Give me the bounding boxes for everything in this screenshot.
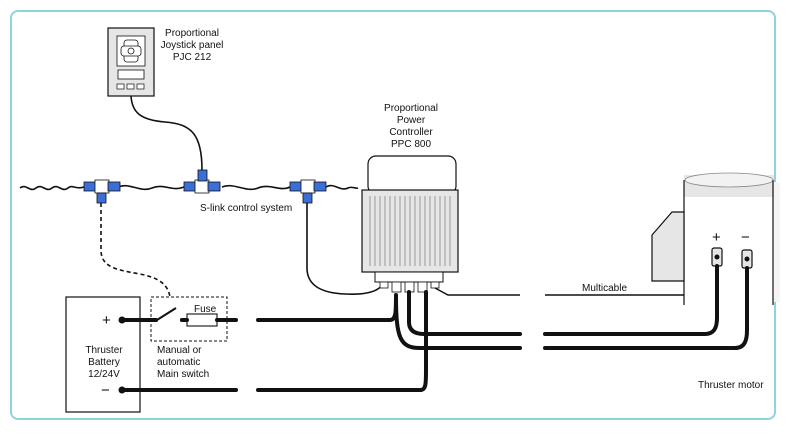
controller-label-line4: PPC 800 bbox=[391, 139, 431, 150]
battery-label-line3: 12/24V bbox=[88, 369, 120, 380]
battery-minus-terminal bbox=[118, 386, 126, 394]
joystick-label-line1: Proportional bbox=[165, 28, 219, 39]
fuse-label: Fuse bbox=[194, 304, 217, 315]
thruster-battery bbox=[65, 296, 141, 413]
motor-label: Thruster motor bbox=[698, 380, 764, 391]
dashed-control-cable bbox=[100, 203, 171, 298]
joystick-label-line3: PJC 212 bbox=[173, 52, 212, 63]
t-connector-left bbox=[83, 179, 121, 204]
joystick-panel bbox=[107, 27, 155, 97]
thruster-motor bbox=[683, 172, 780, 305]
battery-plus-label: + bbox=[102, 312, 111, 329]
motor-plus-label: + bbox=[712, 229, 721, 246]
slink-label: S-link control system bbox=[200, 203, 292, 214]
main-switch-lever bbox=[156, 307, 177, 321]
switch-label-line1: Manual or bbox=[157, 345, 202, 356]
fuse-to-controller-cable bbox=[215, 293, 398, 322]
slink-controller-cable bbox=[306, 203, 384, 295]
power-controller bbox=[361, 155, 459, 293]
slink-backbone-cable bbox=[19, 184, 359, 191]
controller-to-motor-plus-cable bbox=[407, 264, 719, 336]
t-connector-middle bbox=[183, 169, 221, 194]
t-connector-right bbox=[289, 179, 327, 204]
fuse bbox=[186, 313, 218, 327]
controller-label-line2: Power bbox=[397, 115, 426, 126]
multicable bbox=[434, 279, 711, 296]
switch-label-line3: Main switch bbox=[157, 369, 209, 380]
joystick-cable bbox=[130, 95, 203, 171]
motor-minus-label: − bbox=[741, 229, 750, 246]
controller-to-motor-minus-cable bbox=[394, 266, 749, 350]
multicable-label: Multicable bbox=[582, 283, 627, 294]
controller-label-line3: Controller bbox=[389, 127, 433, 138]
controller-label-line1: Proportional bbox=[384, 103, 438, 114]
joystick-label-line2: Joystick panel bbox=[161, 40, 224, 51]
battery-label-line2: Battery bbox=[88, 357, 120, 368]
battery-minus-to-controller-cable bbox=[123, 290, 428, 392]
motor-connector-box bbox=[651, 211, 685, 282]
battery-minus-label: − bbox=[101, 382, 110, 399]
battery-label-line1: Thruster bbox=[85, 345, 123, 356]
battery-plus-terminal bbox=[118, 316, 126, 324]
switch-label-line2: automatic bbox=[157, 357, 200, 368]
